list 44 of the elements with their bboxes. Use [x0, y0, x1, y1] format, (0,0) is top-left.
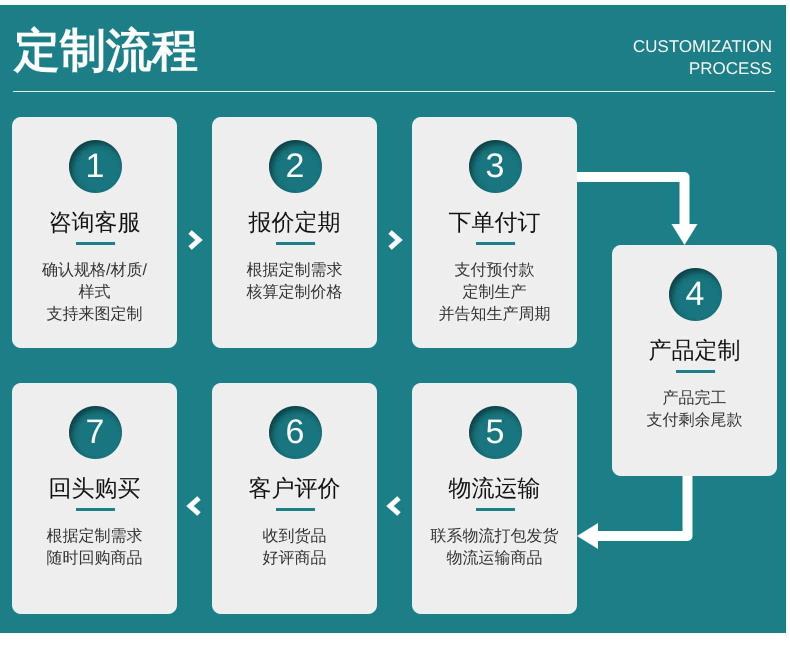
step-description: 确认规格/材质/样式: [41, 260, 148, 303]
chevron-arrow: [386, 496, 401, 516]
step-card: [212, 117, 377, 348]
step-title: 回头购买: [48, 474, 140, 503]
step-description: 随时回购商品: [46, 548, 142, 569]
step-description: 根据定制需求: [46, 526, 142, 547]
step-description: 联系物流打包发货: [430, 526, 558, 547]
step-title: 下单付订: [448, 208, 540, 237]
step-number: 4: [668, 268, 722, 321]
step-card: [12, 383, 177, 614]
chevron-arrow: [186, 496, 201, 516]
step-description: 收到货品: [262, 527, 326, 547]
chevron-arrow: [188, 230, 203, 250]
step-title: 咨询客服: [48, 208, 140, 237]
step-title: 客户评价: [248, 474, 340, 503]
step-description: 根据定制需求: [246, 260, 342, 281]
step-description: 定制生产: [462, 282, 526, 303]
step-number: 6: [268, 406, 322, 459]
step-card: [412, 117, 577, 348]
step-description: 核算定制价格: [246, 282, 342, 303]
step-description: 好评商品: [262, 548, 326, 569]
step-description: 物流运输商品: [446, 548, 542, 569]
step-description: 支付预付款: [454, 260, 534, 281]
step-number: 5: [468, 406, 522, 459]
step-card: [12, 117, 177, 348]
chevron-arrow: [388, 230, 403, 250]
step-title: 报价定期: [248, 208, 340, 237]
subtitle: CUSTOMIZATION PROCESS: [632, 36, 772, 80]
page-title: 定制流程: [14, 24, 198, 76]
step-title: 产品定制: [648, 336, 740, 365]
step-description: 支持来图定制: [46, 304, 142, 325]
step-number: 7: [68, 406, 122, 459]
step-description: 产品完工: [662, 388, 726, 409]
step-description: 支付剩余尾款: [646, 410, 742, 431]
bent-arrow: [577, 172, 698, 245]
step-card: [612, 245, 777, 476]
step-title: 物流运输: [448, 474, 540, 503]
step-card: [212, 383, 377, 614]
bent-arrow: [577, 476, 692, 549]
step-description: 并告知生产周期: [438, 304, 550, 325]
step-number: 2: [268, 140, 322, 193]
step-number: 1: [68, 140, 122, 193]
step-number: 3: [468, 140, 522, 193]
step-card: [412, 383, 577, 614]
